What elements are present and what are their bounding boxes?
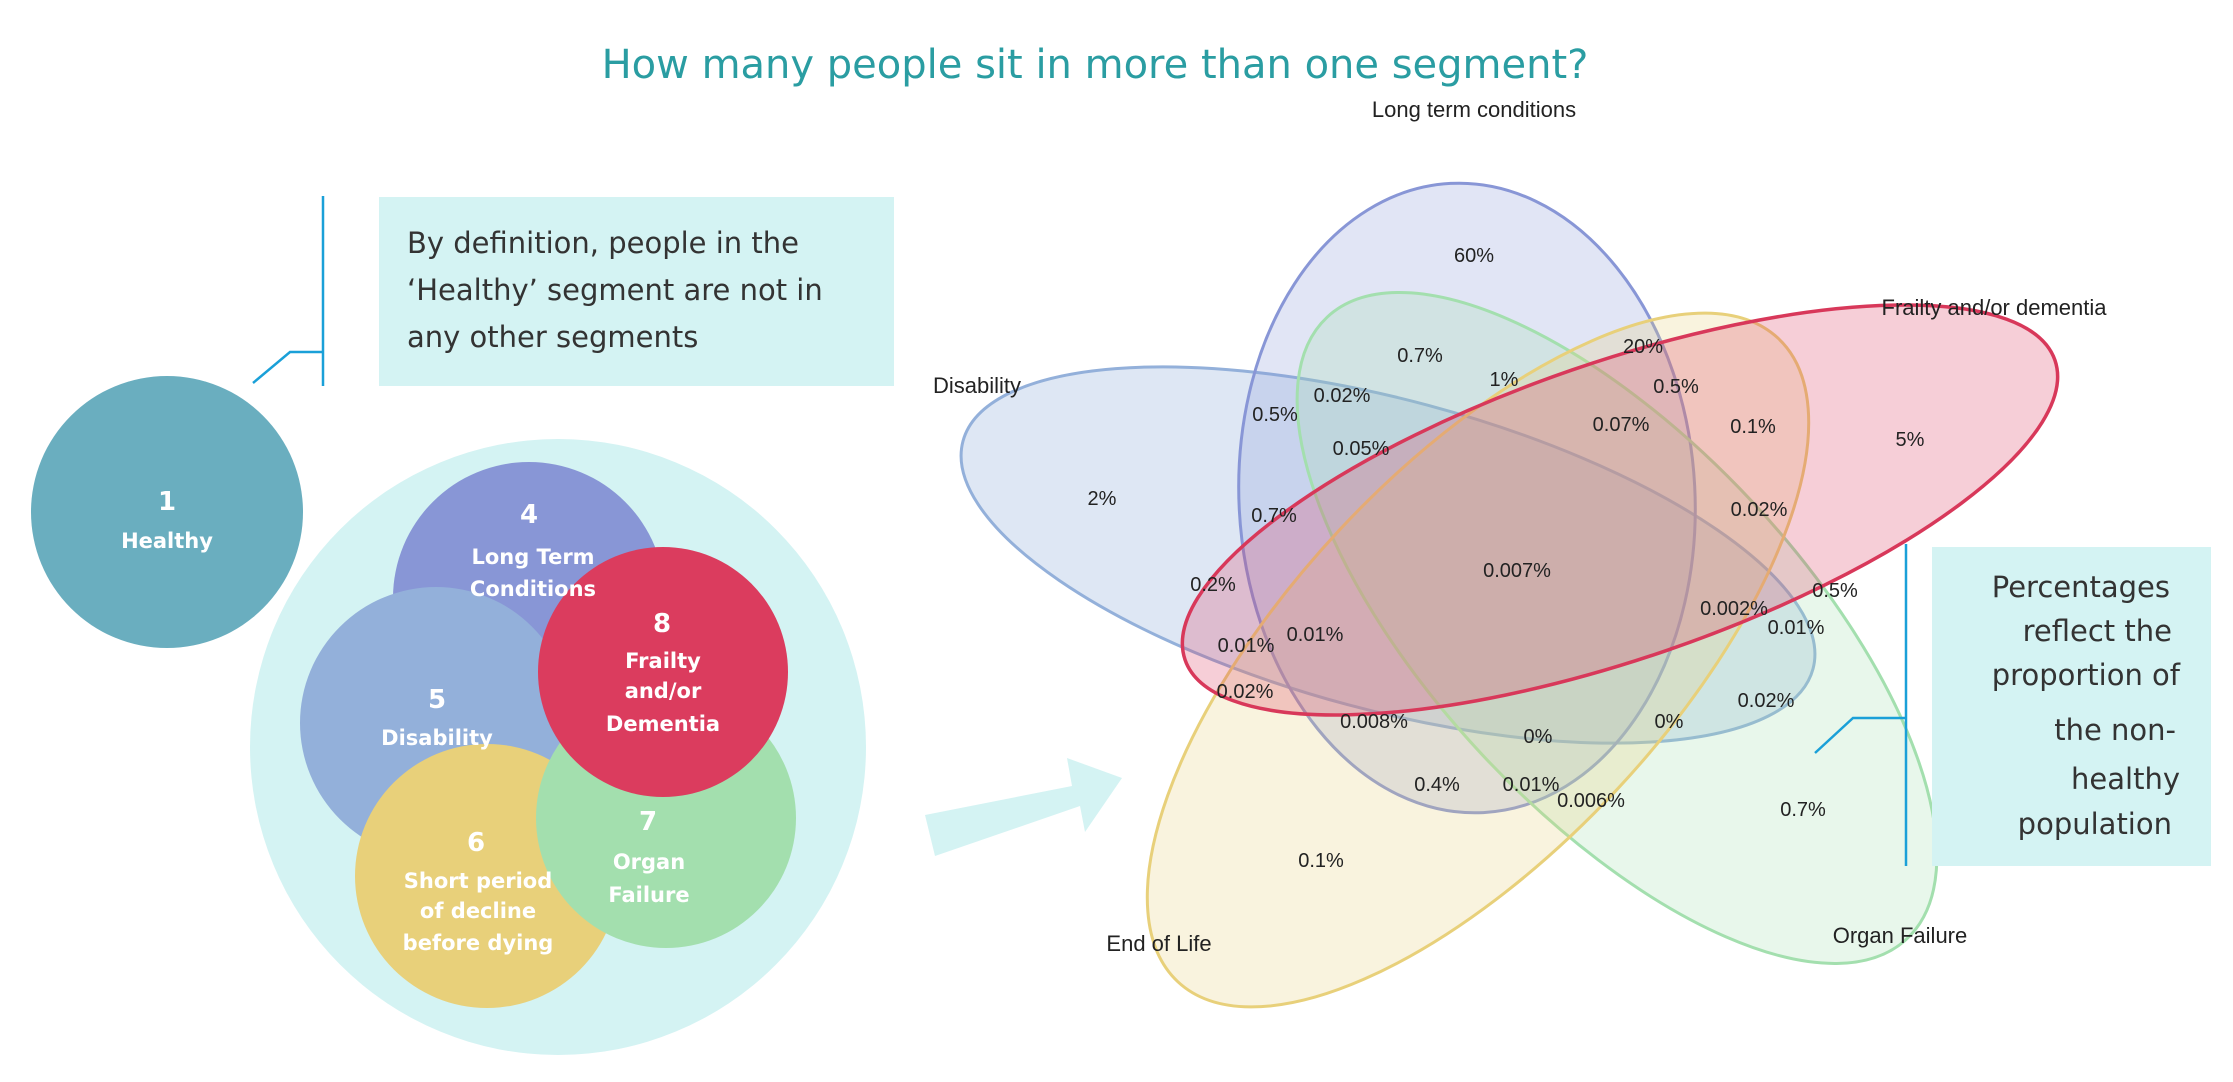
segment-number: 5 — [428, 685, 446, 715]
segment-organ-failure: 7 Organ Failure — [608, 807, 689, 907]
segment-number: 8 — [653, 609, 671, 639]
venn-label-ltc: Long term conditions — [1372, 97, 1576, 122]
venn-region-value: 0.008% — [1340, 711, 1408, 733]
segment-number: 4 — [520, 500, 538, 530]
venn-region-value: 1% — [1490, 369, 1519, 391]
callout-text-line: ‘Healthy’ segment are not in — [407, 273, 823, 307]
callout-connector — [252, 350, 323, 384]
venn-region-value: 60% — [1454, 245, 1494, 267]
venn-region-value: 20% — [1623, 336, 1663, 358]
venn-region-value: 5% — [1896, 429, 1925, 451]
venn-set-end-of-life — [1145, 311, 1811, 1009]
venn-region-value: 0.05% — [1333, 438, 1390, 460]
venn-region-value: 0.2% — [1190, 574, 1236, 596]
callout-text-line: By definition, people in the — [407, 226, 799, 260]
callout-text-line: proportion of — [1992, 658, 2181, 692]
segment-label: of decline — [420, 899, 536, 923]
segment-label: and/or — [625, 679, 702, 703]
callout-box — [1932, 547, 2211, 866]
segment-number: 6 — [467, 828, 485, 858]
segment-short-period-decline: 6 Short period of decline before dying — [403, 828, 554, 955]
venn-region-value: 0.7% — [1251, 505, 1297, 527]
venn-label-eol: End of Life — [1106, 931, 1211, 956]
healthy-number: 1 — [158, 487, 176, 517]
venn-region-value: 0.02% — [1217, 681, 1274, 703]
callout-connector — [1814, 716, 1906, 754]
venn-region-value: 0% — [1524, 726, 1553, 748]
venn-region-value: 0.5% — [1252, 404, 1298, 426]
segment-number: 7 — [639, 807, 657, 837]
segment-cluster — [250, 439, 866, 1055]
segment-label: Long Term — [471, 545, 594, 569]
callout-text-line: reflect the — [2023, 614, 2172, 648]
venn-region-value: 0% — [1655, 711, 1684, 733]
segment-frailty-dementia: 8 Frailty and/or Dementia — [606, 609, 720, 736]
percent-callout: Percentages reflect the proportion of th… — [1814, 544, 2211, 866]
page-title: How many people sit in more than one seg… — [602, 42, 1589, 88]
venn-region-value: 0.1% — [1298, 850, 1344, 872]
venn-region-value: 0.01% — [1218, 635, 1275, 657]
venn-region-value: 0.4% — [1414, 774, 1460, 796]
callout-box — [379, 197, 894, 386]
healthy-segment: 1 Healthy — [31, 376, 303, 648]
venn-region-value: 0.007% — [1483, 560, 1551, 582]
venn-set-disability — [959, 365, 1817, 745]
venn-region-value: 0.01% — [1287, 624, 1344, 646]
callout-text-line: the non- — [2054, 713, 2176, 747]
venn-region-value: 0.5% — [1653, 376, 1699, 398]
callout-text-line: population — [2018, 807, 2172, 841]
venn-region-value: 2% — [1088, 488, 1117, 510]
venn-label-frailty: Frailty and/or dementia — [1882, 295, 2108, 320]
venn-set-organ-failure — [1295, 291, 1939, 965]
segment-label: Disability — [381, 726, 493, 750]
venn-region-value: 0.02% — [1314, 385, 1371, 407]
venn-region-value: 0.01% — [1768, 617, 1825, 639]
venn-region-value: 0.006% — [1557, 790, 1625, 812]
venn-diagram: Long term conditions Frailty and/or deme… — [933, 97, 2108, 1009]
segment-label: Short period — [404, 869, 553, 893]
venn-region-value: 0.07% — [1593, 414, 1650, 436]
healthy-circle — [31, 376, 303, 648]
venn-region-value: 0.002% — [1700, 598, 1768, 620]
segment-long-term-conditions: 4 Long Term Conditions — [470, 500, 596, 601]
segment-labels: 4 Long Term Conditions 5 Disability 6 Sh… — [381, 500, 720, 955]
arrow-icon — [925, 758, 1122, 856]
venn-set-frailty — [1180, 303, 2060, 717]
segment-circle-frailty-dementia — [538, 547, 788, 797]
venn-region-value: 0.02% — [1738, 690, 1795, 712]
segment-label: Failure — [608, 883, 689, 907]
callout-text-line: healthy — [2071, 762, 2180, 796]
venn-set-long-term-conditions — [1237, 181, 1697, 815]
venn-label-organ: Organ Failure — [1833, 923, 1968, 948]
segment-disability: 5 Disability — [381, 685, 493, 750]
healthy-callout: By definition, people in the ‘Healthy’ s… — [252, 196, 894, 386]
venn-values: 60%20%0.7%1%0.5%0.02%0.5%0.07%0.1%5%0.05… — [1088, 245, 1925, 872]
venn-region-value: 0.7% — [1397, 345, 1443, 367]
callout-text-line: Percentages — [1992, 570, 2170, 604]
venn-region-value: 0.1% — [1730, 416, 1776, 438]
venn-region-value: 0.02% — [1731, 499, 1788, 521]
venn-region-value: 0.01% — [1503, 774, 1560, 796]
venn-label-disability: Disability — [933, 373, 1021, 398]
venn-region-value: 0.5% — [1812, 580, 1858, 602]
segment-label: Dementia — [606, 712, 720, 736]
healthy-label: Healthy — [121, 529, 213, 553]
venn-region-value: 0.7% — [1780, 799, 1826, 821]
segment-label: Frailty — [625, 649, 701, 673]
callout-text-line: any other segments — [407, 320, 698, 354]
segment-label: before dying — [403, 931, 554, 955]
segment-label: Organ — [613, 850, 685, 874]
segment-label: Conditions — [470, 577, 596, 601]
